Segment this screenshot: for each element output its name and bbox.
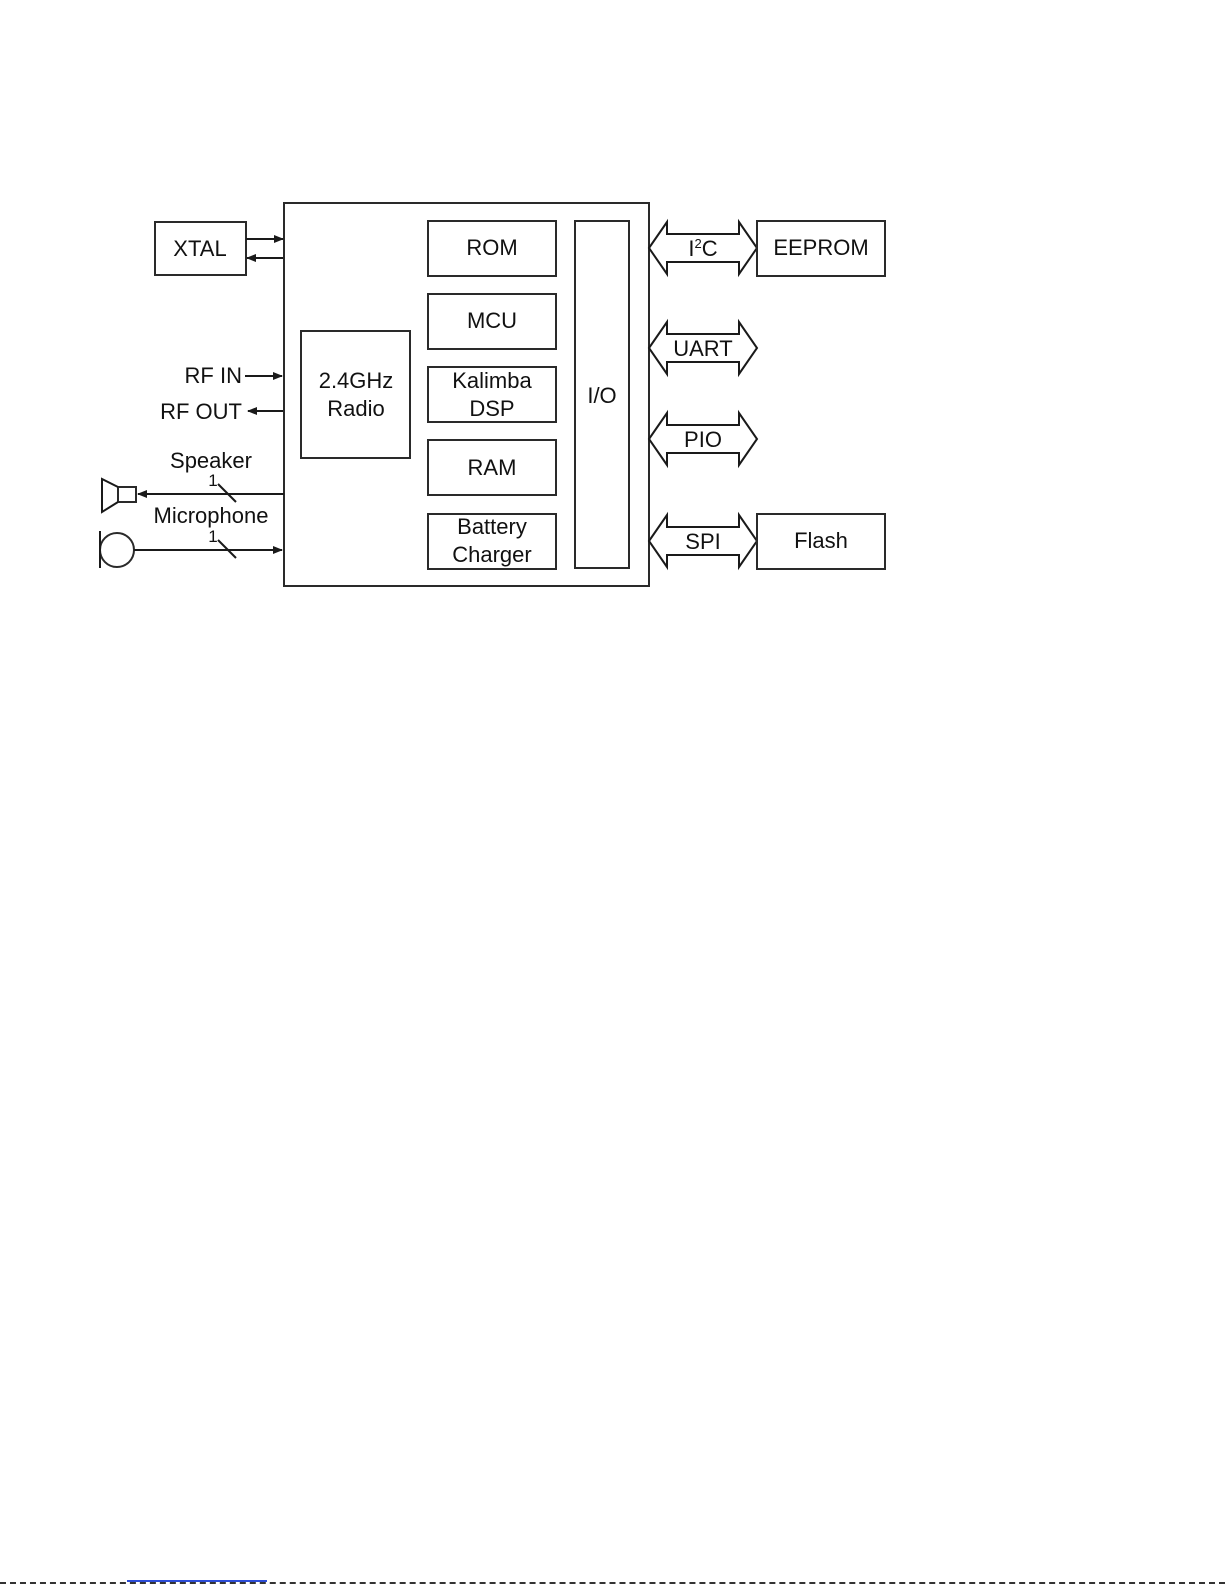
dsp-block: Kalimba DSP [428, 367, 556, 422]
rf-in-label: RF IN [185, 363, 242, 388]
pio-label: PIO [684, 427, 722, 452]
flash-block: Flash [757, 514, 885, 569]
spi-label: SPI [685, 529, 720, 554]
microphone-bus-width: 1 [208, 527, 217, 546]
radio-block: 2.4GHz Radio [301, 331, 410, 458]
svg-text:Kalimba: Kalimba [452, 368, 532, 393]
mcu-block: MCU [428, 294, 556, 349]
svg-text:I/O: I/O [587, 383, 616, 408]
svg-text:Charger: Charger [452, 542, 531, 567]
ram-block: RAM [428, 440, 556, 495]
battery-charger-block: Battery Charger [428, 514, 556, 569]
svg-text:Battery: Battery [457, 514, 527, 539]
speaker-bus-width: 1 [208, 471, 217, 490]
svg-text:ROM: ROM [466, 235, 517, 260]
page-bottom-dashed-line [0, 1582, 1225, 1584]
speaker-label: Speaker [170, 448, 252, 473]
rf-out-label: RF OUT [160, 399, 242, 424]
microphone-label: Microphone [154, 503, 269, 528]
svg-text:Flash: Flash [794, 528, 848, 553]
xtal-block: XTAL [155, 222, 246, 275]
svg-text:DSP: DSP [469, 396, 514, 421]
svg-text:RAM: RAM [468, 455, 517, 480]
i2c-label: I2C [688, 236, 717, 261]
svg-text:XTAL: XTAL [173, 236, 226, 261]
microphone-icon [100, 531, 134, 568]
svg-text:EEPROM: EEPROM [773, 235, 868, 260]
svg-text:Radio: Radio [327, 396, 384, 421]
rom-block: ROM [428, 221, 556, 276]
eeprom-block: EEPROM [757, 221, 885, 276]
block-diagram: XTAL 2.4GHz Radio ROM MCU Kalimba DSP RA… [0, 0, 1225, 640]
speaker-icon [102, 479, 136, 512]
svg-text:MCU: MCU [467, 308, 517, 333]
io-block: I/O [575, 221, 629, 568]
uart-label: UART [673, 336, 733, 361]
svg-text:2.4GHz: 2.4GHz [319, 368, 394, 393]
